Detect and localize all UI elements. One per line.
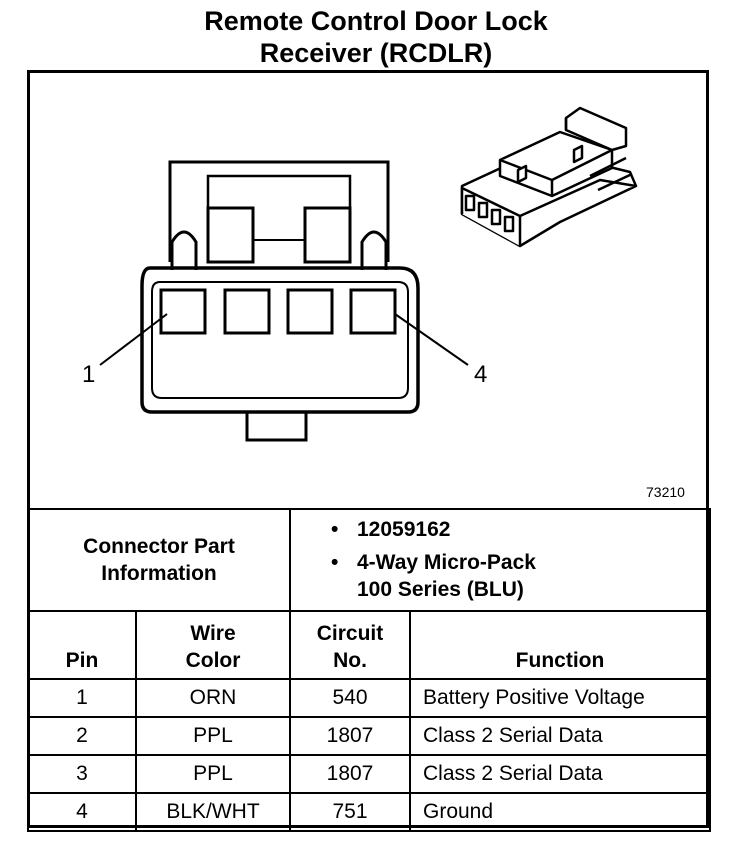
header-circuit: Circuit No.	[289, 610, 411, 680]
connector-isometric-view	[460, 106, 638, 248]
header-row: Pin Wire Color Circuit No. Function	[27, 610, 712, 680]
header-circuit-line1: Circuit	[316, 622, 384, 645]
pin-cavity-3	[286, 288, 334, 335]
cell-wire-color: ORN	[135, 678, 291, 718]
cell-function: Class 2 Serial Data	[408, 716, 712, 756]
connector-table: Connector Part Information 12059162 4-Wa…	[27, 508, 712, 832]
table-row: 4 BLK/WHT 751 Ground	[27, 792, 712, 832]
cell-circuit: 1807	[289, 754, 411, 794]
cell-wire-color: PPL	[135, 716, 291, 756]
header-function: Function	[408, 610, 712, 680]
connector-part-values: 12059162 4-Way Micro-Pack 100 Series (BL…	[288, 508, 712, 612]
pin-cavities	[159, 288, 397, 335]
header-pin: Pin	[27, 610, 137, 680]
title-line-2: Receiver (RCDLR)	[259, 38, 493, 68]
part-description-line2: 100 Series (BLU)	[357, 578, 524, 601]
connector-part-label-line1: Connector Part	[83, 535, 235, 558]
connector-part-row: Connector Part Information 12059162 4-Wa…	[27, 508, 712, 612]
connector-face-view	[140, 160, 420, 442]
table-row: 3 PPL 1807 Class 2 Serial Data	[27, 754, 712, 794]
connector-part-label-line2: Information	[101, 562, 217, 585]
table-row: 2 PPL 1807 Class 2 Serial Data	[27, 716, 712, 756]
header-circuit-line2: No.	[333, 649, 367, 672]
cell-pin: 4	[27, 792, 137, 832]
pin-label-4: 4	[474, 361, 487, 388]
pin-label-1: 1	[82, 361, 95, 388]
cell-circuit: 1807	[289, 716, 411, 756]
part-description: 4-Way Micro-Pack 100 Series (BLU)	[331, 549, 709, 603]
header-wire-color-line2: Color	[185, 649, 241, 672]
header-wire-color-line1: Wire	[190, 622, 236, 645]
part-description-line1: 4-Way Micro-Pack	[357, 551, 536, 574]
cell-pin: 2	[27, 716, 137, 756]
pin-4-leader	[394, 313, 469, 366]
connector-part-label: Connector Part Information	[27, 508, 291, 612]
cell-circuit: 751	[289, 792, 411, 832]
part-number: 12059162	[331, 516, 709, 543]
cell-wire-color: PPL	[135, 754, 291, 794]
pin-1-leader	[99, 313, 168, 366]
header-wire-color: Wire Color	[135, 610, 291, 680]
cell-circuit: 540	[289, 678, 411, 718]
cell-wire-color: BLK/WHT	[135, 792, 291, 832]
pin-cavity-4	[349, 288, 397, 335]
cell-pin: 3	[27, 754, 137, 794]
figure-id: 73210	[646, 484, 685, 500]
pin-cavity-1	[159, 288, 207, 335]
cell-function: Battery Positive Voltage	[408, 678, 712, 718]
title-line-1: Remote Control Door Lock	[204, 6, 548, 36]
table-row: 1 ORN 540 Battery Positive Voltage	[27, 678, 712, 718]
pin-cavity-2	[223, 288, 271, 335]
cell-pin: 1	[27, 678, 137, 718]
cell-function: Class 2 Serial Data	[408, 754, 712, 794]
cell-function: Ground	[408, 792, 712, 832]
